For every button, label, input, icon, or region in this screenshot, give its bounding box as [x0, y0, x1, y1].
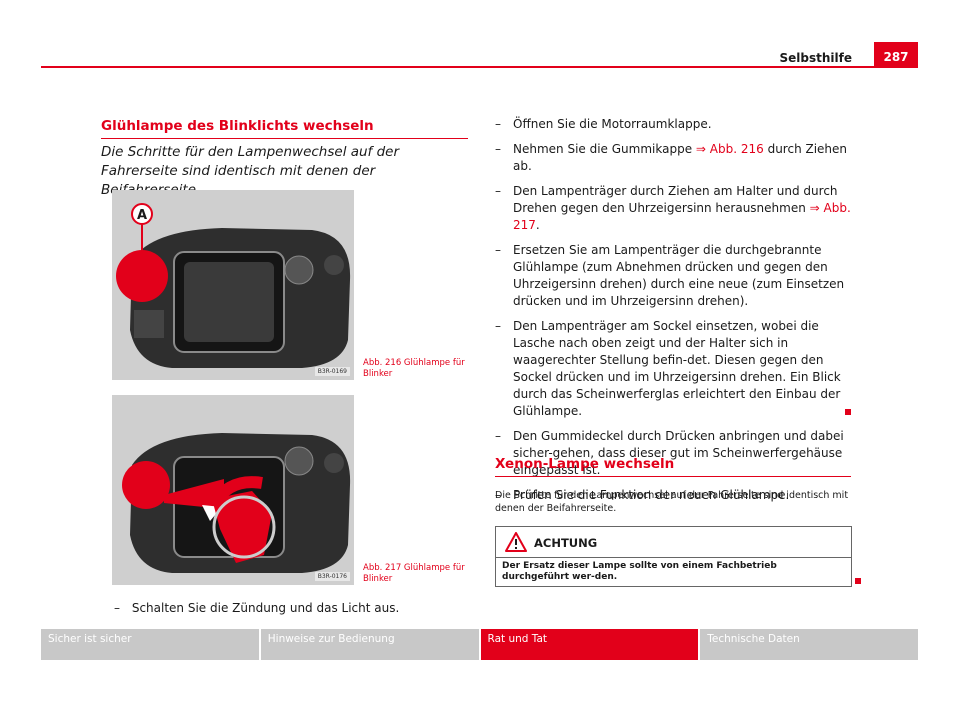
page-number: 287 [874, 42, 918, 68]
marker-a: A [137, 208, 147, 223]
step-text: Nehmen Sie die Gummikappe [513, 142, 696, 156]
footer-nav: Sicher ist sicher Hinweise zur Bedienung… [41, 629, 918, 660]
warning-header: ACHTUNG [496, 527, 851, 558]
step-text: Prüfen Sie die Funktion der neuen Glühla… [513, 488, 790, 502]
step-item: –Den Gummideckel durch Drücken anbringen… [495, 428, 860, 479]
step-ignition-off: – Schalten Sie die Zündung und das Licht… [114, 600, 399, 617]
dash: – [495, 142, 501, 156]
step-item: –Prüfen Sie die Funktion der neuen Glühl… [495, 487, 860, 504]
figure-217-caption: Abb. 217 Glühlampe für Blinker [363, 563, 465, 585]
tab-hinweise-zur-bedienung[interactable]: Hinweise zur Bedienung [260, 629, 479, 660]
warning-text: Der Ersatz dieser Lampe sollte von einem… [502, 561, 777, 582]
step-item: –Den Lampenträger am Sockel einsetzen, w… [495, 318, 860, 420]
section-end-marker [855, 578, 861, 584]
step-text: Den Lampenträger am Sockel einsetzen, wo… [513, 319, 841, 418]
figure-216-caption-line-2: Blinker [363, 369, 393, 379]
figure-216-caption-line-1: Abb. 216 Glühlampe für [363, 358, 465, 368]
step-list: –Öffnen Sie die Motorraumklappe. –Nehmen… [495, 116, 860, 512]
dash: – [495, 488, 501, 502]
figure-217-caption-line-2: Blinker [363, 574, 393, 584]
header-rule [41, 66, 918, 68]
dash: – [495, 117, 501, 131]
heading-blinker: Glühlampe des Blinklichts wechseln [101, 118, 468, 139]
figure-216: A B3R-0169 [112, 190, 354, 380]
section-end-marker [845, 409, 851, 415]
heading-xenon: Xenon-Lampe wechseln [495, 456, 851, 477]
dash: – [114, 601, 120, 615]
dash: – [495, 429, 501, 443]
tab-technische-daten[interactable]: Technische Daten [700, 629, 918, 660]
figure-217: B3R-0176 [112, 395, 354, 585]
dash: – [495, 319, 501, 333]
dash: – [495, 184, 501, 198]
step-ignition-off-text: Schalten Sie die Zündung und das Licht a… [131, 601, 400, 615]
step-text: durch Ziehen ab. [513, 142, 848, 173]
step-item: –Öffnen Sie die Motorraumklappe. [495, 116, 860, 133]
tab-rat-und-tat[interactable]: Rat und Tat [480, 629, 699, 660]
figure-ref-link[interactable]: ⇒ Abb. 217 [513, 201, 851, 232]
step-item: –Ersetzen Sie am Lampenträger die durchg… [495, 242, 860, 310]
step-text: Ersetzen Sie am Lampenträger die durchge… [513, 243, 845, 308]
figure-217-code: B3R-0176 [314, 572, 350, 581]
figure-216-caption: Abb. 216 Glühlampe für Blinker [363, 358, 465, 380]
step-text: Öffnen Sie die Motorraumklappe. [513, 117, 712, 131]
tab-sicher-ist-sicher[interactable]: Sicher ist sicher [41, 629, 259, 660]
dash: – [495, 243, 501, 257]
figure-ref-link[interactable]: ⇒ Abb. 216 [695, 142, 764, 156]
xenon-text: Die Schritte für den Lampenwechsel auf d… [495, 490, 849, 514]
step-text: Den Gummideckel durch Drücken anbringen … [513, 429, 844, 477]
step-item: –Nehmen Sie die Gummikappe ⇒ Abb. 216 du… [495, 141, 860, 175]
figure-216-code: B3R-0169 [314, 367, 350, 376]
step-item: –Den Lampenträger durch Ziehen am Halter… [495, 183, 860, 234]
warning-triangle-icon [505, 532, 527, 556]
step-text: Den Lampenträger durch Ziehen am Halter … [513, 184, 838, 215]
step-text: . [535, 218, 540, 232]
figure-217-caption-line-1: Abb. 217 Glühlampe für [363, 563, 465, 573]
section-title: Selbsthilfe [779, 51, 853, 65]
warning-title: ACHTUNG [534, 536, 598, 550]
warning-box: ACHTUNG Der Ersatz dieser Lampe sollte v… [495, 526, 852, 587]
